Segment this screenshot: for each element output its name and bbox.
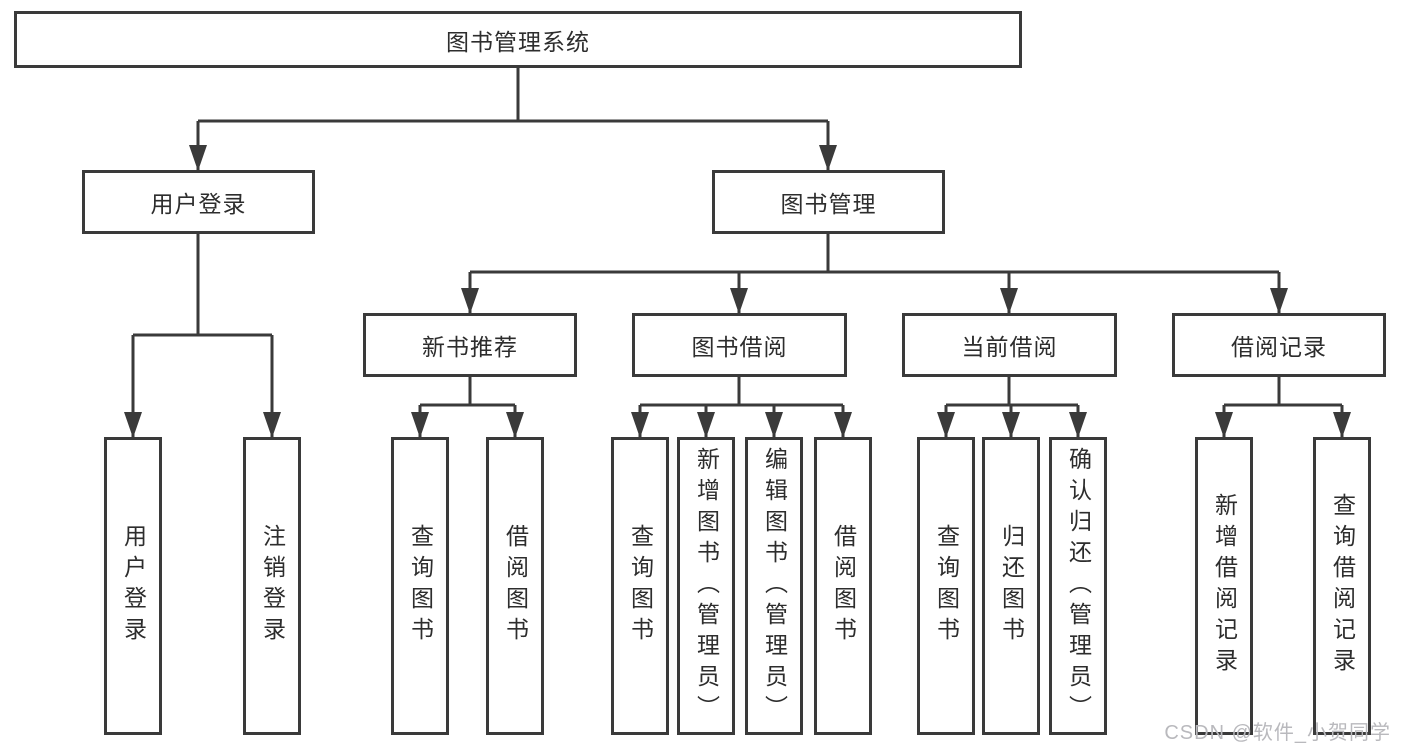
leaf-logout-login-label: 注销登录	[259, 524, 286, 648]
node-root: 图书管理系统	[14, 11, 1022, 68]
leaf-query-books-current-label: 查询图书	[933, 524, 960, 648]
leaf-borrow-books-recommend-label: 借阅图书	[502, 524, 529, 648]
leaf-confirm-return-admin: 确认归还（管理员）	[1049, 437, 1107, 735]
leaf-logout-login: 注销登录	[243, 437, 301, 735]
leaf-add-books-admin: 新增图书（管理员）	[677, 437, 735, 735]
leaf-query-borrow-record-label: 查询借阅记录	[1329, 493, 1356, 679]
leaf-query-books-current: 查询图书	[917, 437, 975, 735]
leaf-add-borrow-record-label: 新增借阅记录	[1211, 493, 1238, 679]
leaf-query-borrow-record: 查询借阅记录	[1313, 437, 1371, 735]
node-user-login: 用户登录	[82, 170, 315, 234]
leaf-query-books-recommend-label: 查询图书	[407, 524, 434, 648]
leaf-edit-books-admin: 编辑图书（管理员）	[745, 437, 803, 735]
leaf-user-login: 用户登录	[104, 437, 162, 735]
node-book-management: 图书管理	[712, 170, 945, 234]
watermark-text: CSDN @软件_小贺同学	[1164, 722, 1391, 744]
leaf-return-books-label: 归还图书	[998, 524, 1025, 648]
node-borrowing-records: 借阅记录	[1172, 313, 1386, 377]
node-new-book-recommend: 新书推荐	[363, 313, 577, 377]
leaf-add-borrow-record: 新增借阅记录	[1195, 437, 1253, 735]
leaf-query-books-recommend: 查询图书	[391, 437, 449, 735]
node-current-borrowing: 当前借阅	[902, 313, 1117, 377]
leaf-user-login-label: 用户登录	[120, 524, 147, 648]
leaf-borrow-books-recommend: 借阅图书	[486, 437, 544, 735]
leaf-borrow-books-borrowing: 借阅图书	[814, 437, 872, 735]
leaf-borrow-books-borrowing-label: 借阅图书	[830, 524, 857, 648]
leaf-query-books-borrowing-label: 查询图书	[627, 524, 654, 648]
leaf-add-books-admin-label: 新增图书（管理员）	[693, 446, 720, 726]
leaf-query-books-borrowing: 查询图书	[611, 437, 669, 735]
node-book-borrowing: 图书借阅	[632, 313, 847, 377]
leaf-confirm-return-admin-label: 确认归还（管理员）	[1065, 446, 1092, 726]
leaf-edit-books-admin-label: 编辑图书（管理员）	[761, 446, 788, 726]
leaf-return-books: 归还图书	[982, 437, 1040, 735]
